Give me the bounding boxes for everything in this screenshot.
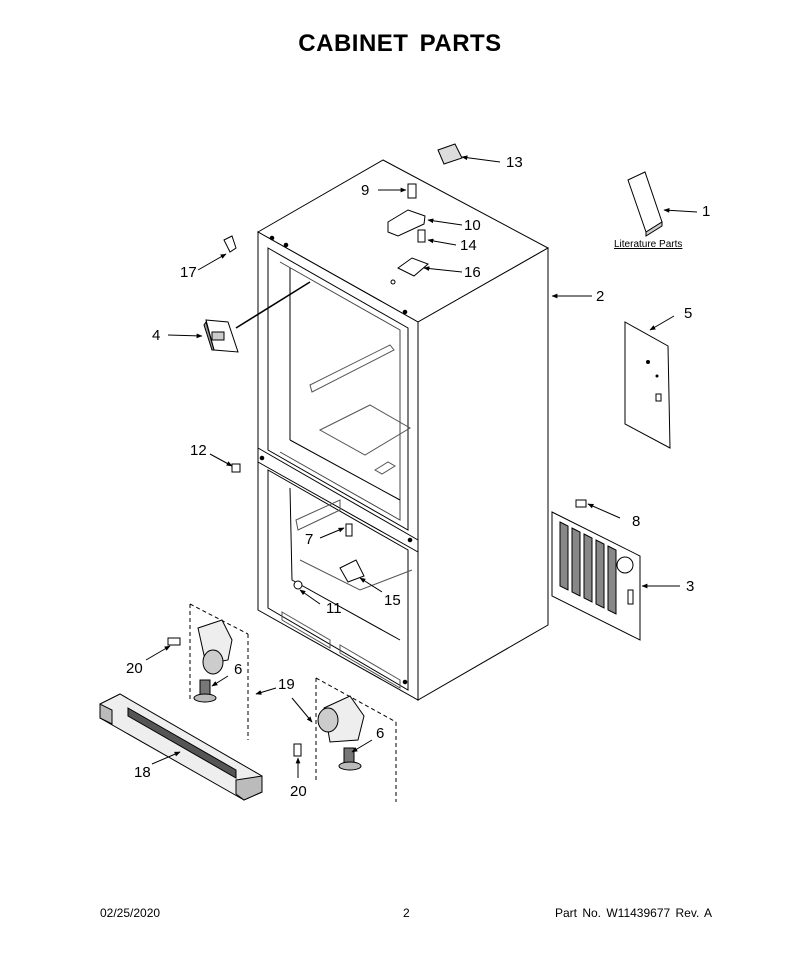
callout-19: 19	[278, 676, 295, 693]
callout-17: 17	[180, 264, 197, 281]
screw-12-icon	[231, 463, 241, 473]
module-4-icon	[203, 319, 239, 353]
callout-10: 10	[464, 217, 481, 234]
screw-11-icon	[293, 580, 303, 590]
callout-3: 3	[686, 578, 694, 595]
footer-date: 02/25/2020	[100, 906, 161, 920]
bracket-17-icon	[223, 235, 237, 253]
screw-20b-icon	[293, 743, 302, 757]
callout-20a: 20	[126, 660, 143, 677]
page-title: CABINET PARTS	[298, 30, 502, 57]
screw-20a-icon	[167, 637, 181, 646]
screw-7-icon	[345, 523, 353, 537]
hinge-plate-16-icon	[397, 257, 429, 277]
callout-16: 16	[464, 264, 481, 281]
callout-6a: 6	[234, 661, 242, 678]
pad-13-icon	[437, 143, 463, 165]
callout-arrows	[145, 155, 698, 778]
callout-13: 13	[506, 154, 523, 171]
callout-8: 8	[632, 513, 640, 530]
bracket-15-icon	[339, 559, 365, 583]
callout-9: 9	[361, 182, 369, 199]
callout-1: 1	[702, 203, 710, 220]
screw-8-icon	[575, 499, 587, 508]
callout-labels: 1 2 3 4 5 6 6 7 8 9 10 11 12 13 14 15 16…	[126, 154, 710, 800]
right-roller-assembly	[293, 677, 397, 802]
callout-5: 5	[684, 305, 692, 322]
screw-14-icon	[417, 229, 426, 243]
callout-11: 11	[326, 600, 342, 617]
literature-parts-label: Literature Parts	[614, 239, 682, 250]
small-hardware	[231, 463, 587, 590]
hinge-cover-10-icon	[387, 209, 426, 237]
leader-line-4	[235, 281, 311, 329]
cabinet-body	[256, 159, 550, 701]
literature-booklet-icon	[627, 171, 663, 237]
callout-15: 15	[384, 592, 401, 609]
callout-14: 14	[460, 237, 477, 254]
toe-grille-18-icon	[99, 693, 263, 801]
callout-2: 2	[596, 288, 604, 305]
callout-7: 7	[305, 531, 313, 548]
callout-6b: 6	[376, 725, 384, 742]
back-panel-5-icon	[624, 321, 671, 449]
left-roller-assembly	[167, 603, 249, 740]
callout-4: 4	[152, 327, 160, 344]
footer-part-number: Part No. W11439677 Rev. A	[555, 906, 712, 920]
callout-20b: 20	[290, 783, 307, 800]
callout-18: 18	[134, 764, 151, 781]
grille-3-icon	[551, 511, 641, 641]
top-hinge-assembly	[387, 183, 429, 285]
screw-9-icon	[407, 183, 417, 199]
callout-12: 12	[190, 442, 207, 459]
footer-page-number: 2	[403, 906, 410, 920]
